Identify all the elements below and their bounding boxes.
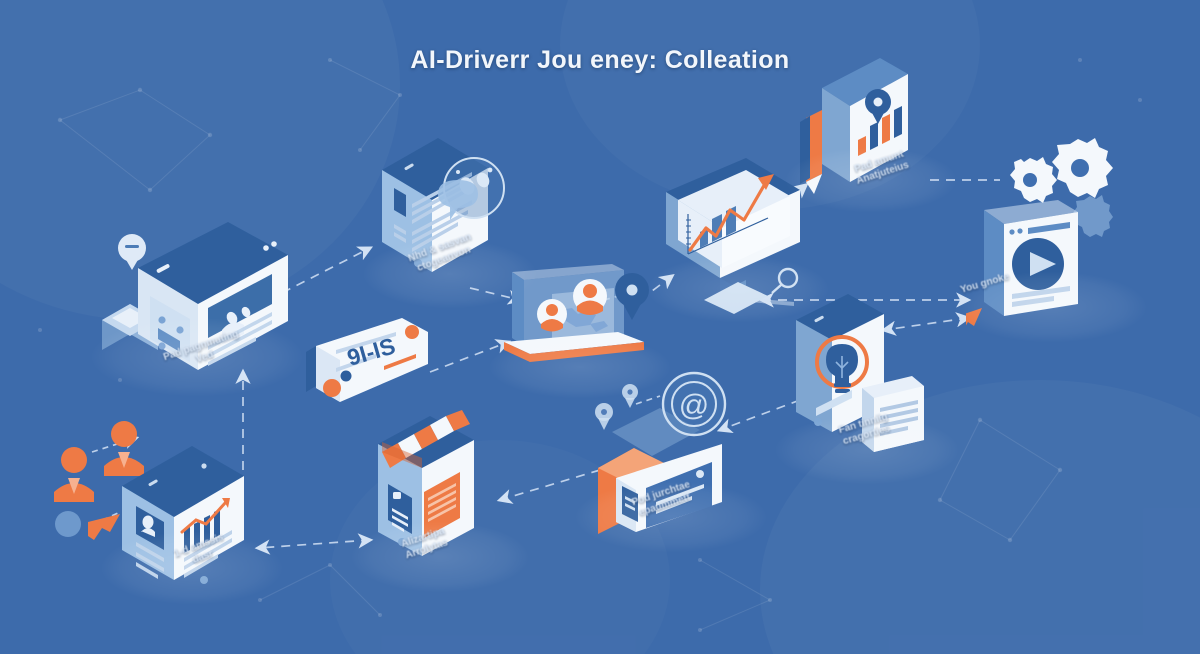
storefront-phone-icon bbox=[378, 410, 474, 556]
node-phone-idea[interactable]: Fan tinniig cragorties bbox=[776, 290, 958, 484]
dashboard-card-icon: 9I-IS bbox=[306, 318, 428, 402]
node-email-engagement[interactable]: @ Pod jurchtae epaummett bbox=[576, 370, 766, 552]
node-tablet-analytics[interactable]: 1-d amssis dasr bbox=[102, 432, 282, 604]
email-at-icon: @ bbox=[595, 371, 727, 534]
monitor-line-chart-icon bbox=[666, 158, 800, 314]
node-card-kpi[interactable]: 9I-IS bbox=[292, 310, 442, 415]
node-laptop-users[interactable] bbox=[490, 250, 670, 398]
lightbulb-phone-icon bbox=[796, 294, 924, 452]
people-group-icon bbox=[54, 421, 144, 540]
node-phone-store[interactable]: Alizartipa Arrolytas bbox=[352, 410, 528, 592]
tablet-report-icon bbox=[122, 446, 244, 584]
node-browser-content[interactable]: Pad pagnmuting Ved bbox=[92, 200, 302, 396]
node-browser-media[interactable]: You gnoke bbox=[956, 136, 1146, 342]
map-pin-barchart-icon bbox=[800, 58, 908, 194]
gears-play-browser-icon bbox=[956, 138, 1113, 332]
node-tablet-barchart[interactable]: Pad amunt Anatjuteius bbox=[786, 52, 956, 212]
page-title: AI-Driverr Jou eney: Colleation bbox=[410, 46, 790, 74]
browser-window-icon bbox=[102, 222, 288, 370]
at-symbol: @ bbox=[679, 389, 709, 422]
node-audience-people[interactable] bbox=[44, 412, 164, 542]
laptop-users-icon bbox=[504, 264, 649, 362]
tablet-chat-icon bbox=[382, 138, 505, 272]
